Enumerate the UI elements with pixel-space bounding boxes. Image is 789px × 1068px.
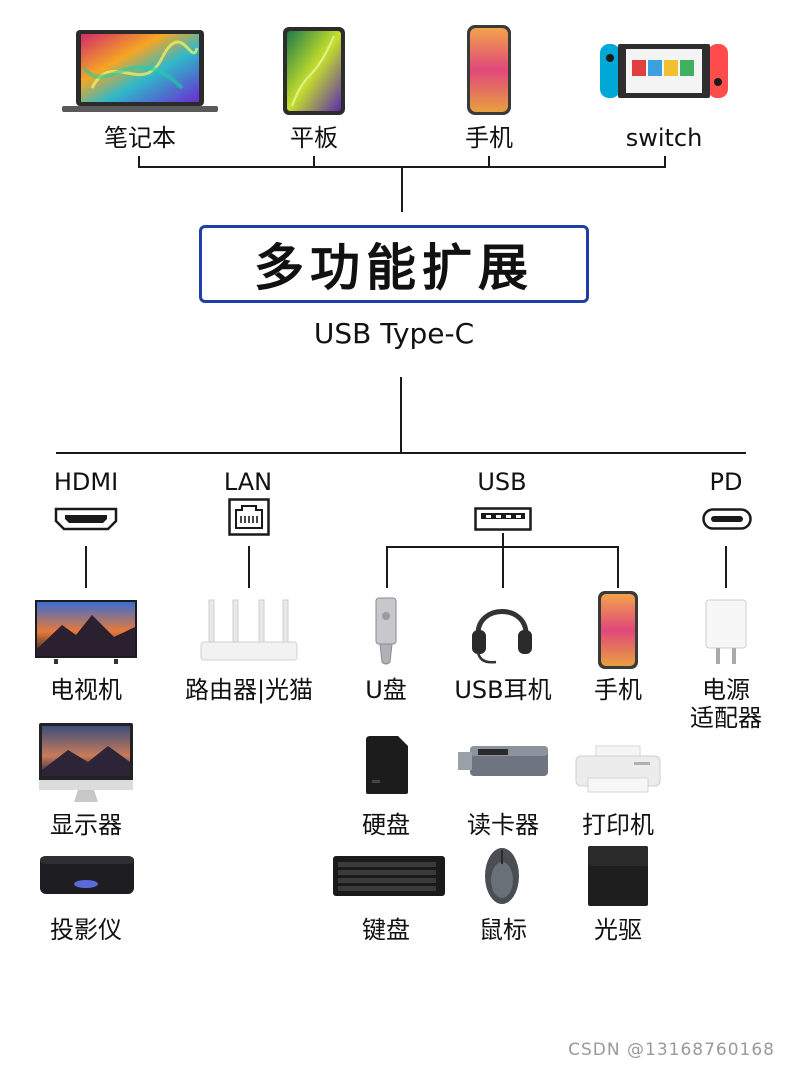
headset-icon	[468, 592, 536, 668]
port-label-lan: LAN	[223, 468, 273, 496]
lan-port-icon	[228, 498, 270, 536]
usb-drive-icon	[372, 596, 400, 668]
port-label-pd: PD	[709, 468, 743, 496]
top-device-label-switch: switch	[625, 124, 703, 152]
usb-connector	[502, 533, 504, 547]
top-device-label-phone: 手机	[465, 124, 513, 152]
printer-icon	[574, 744, 662, 796]
hdmi-connector	[85, 546, 87, 588]
usb-device-label-harddrive: 硬盘	[362, 811, 410, 839]
lan-device-label-router: 路由器|光猫	[184, 676, 314, 704]
phone-icon	[597, 590, 639, 670]
usb-c-port-icon	[702, 508, 752, 530]
top-bracket-tick-laptop	[138, 156, 140, 168]
ports-bus-line	[56, 452, 746, 454]
pd-device-label-line1: 电源	[702, 676, 750, 704]
usb-bracket-mid	[502, 546, 504, 588]
game-console-icon	[600, 42, 728, 100]
usb-device-label-headset: USB耳机	[454, 676, 552, 704]
laptop-icon	[62, 28, 218, 114]
usb-device-label-printer: 打印机	[582, 811, 654, 839]
top-device-label-laptop: 笔记本	[104, 124, 176, 152]
keyboard-icon	[332, 854, 446, 898]
top-bracket-tick-phone	[488, 156, 490, 168]
port-label-usb: USB	[477, 468, 527, 496]
top-device-label-tablet: 平板	[290, 124, 338, 152]
pd-device-label-line2: 适配器	[690, 704, 762, 732]
subtitle: USB Type-C	[313, 317, 475, 350]
title-to-ports-connector	[400, 377, 402, 453]
usb-port-icon	[474, 507, 532, 531]
usb-device-label-keyboard: 键盘	[362, 916, 410, 944]
hdmi-device-label-monitor: 显示器	[50, 811, 122, 839]
tablet-icon	[282, 26, 346, 116]
power-adapter-icon	[704, 598, 748, 668]
monitor-icon	[38, 722, 134, 804]
optical-drive-icon	[586, 844, 650, 908]
watermark: CSDN @13168760168	[568, 1040, 775, 1060]
tv-icon	[34, 599, 138, 665]
router-icon	[199, 598, 299, 664]
usb-bracket-left	[386, 546, 388, 588]
usb-device-label-mouse: 鼠标	[479, 916, 527, 944]
port-label-hdmi: HDMI	[53, 468, 119, 496]
usb-device-label-udisk: U盘	[365, 676, 407, 704]
main-title: 多功能扩展	[254, 239, 534, 297]
pd-connector	[725, 546, 727, 588]
card-reader-icon	[456, 744, 550, 778]
title-box: 多功能扩展	[199, 225, 589, 303]
phone-icon	[465, 24, 513, 116]
hdmi-device-label-projector: 投影仪	[50, 916, 122, 944]
top-bracket-tick-tablet	[313, 156, 315, 168]
lan-connector	[248, 546, 250, 588]
hard-drive-icon	[364, 734, 410, 796]
hdmi-port-icon	[54, 507, 118, 531]
usb-device-label-cardreader: 读卡器	[467, 811, 539, 839]
hdmi-device-label-tv: 电视机	[50, 676, 122, 704]
projector-icon	[38, 854, 136, 898]
mouse-icon	[482, 846, 522, 906]
top-to-title-connector	[401, 166, 403, 212]
top-bracket-tick-switch	[664, 156, 666, 168]
usb-device-label-optical: 光驱	[594, 916, 642, 944]
usb-device-label-phone: 手机	[594, 676, 642, 704]
usb-bracket-right	[617, 546, 619, 588]
